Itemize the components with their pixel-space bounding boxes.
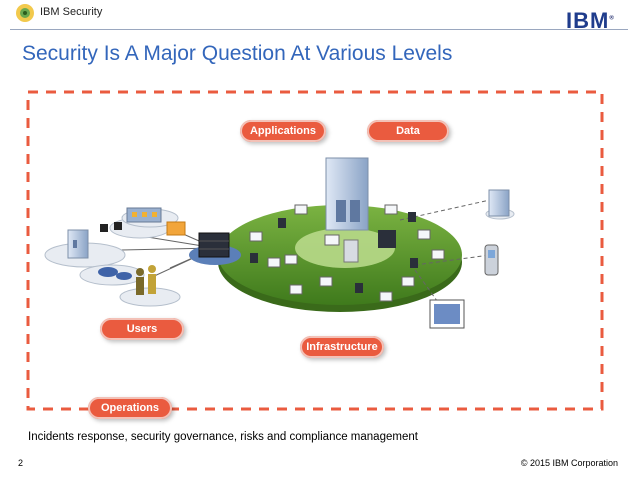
operations-boundary (26, 90, 604, 411)
header-divider (10, 29, 628, 30)
monitor-icon (429, 299, 465, 329)
folder-icon (166, 221, 186, 236)
users-label: Users (100, 318, 184, 340)
mobile-phone-icon (484, 244, 499, 276)
slide-title: Security Is A Major Question At Various … (22, 42, 453, 65)
security-bee-logo (16, 4, 34, 22)
brand-name: IBM Security (40, 6, 103, 18)
chip-icon (100, 222, 122, 232)
server-icon (189, 232, 241, 265)
monitor-icon (249, 204, 445, 302)
applications-label: Applications (240, 120, 326, 142)
server-icon (250, 212, 418, 293)
building-icon (485, 189, 515, 220)
operations-label: Operations (88, 397, 172, 419)
operations-description: Incidents response, security governance,… (28, 431, 418, 443)
infrastructure-label: Infrastructure (300, 336, 384, 358)
ibm-logo: IBM® (566, 8, 615, 33)
factory-icon (126, 207, 162, 223)
page-number: 2 (18, 458, 24, 468)
data-label: Data (367, 120, 449, 142)
copyright: © 2015 IBM Corporation (520, 458, 618, 468)
building-icon (325, 157, 369, 231)
tower-pc-icon (343, 239, 359, 263)
building-icon (67, 229, 89, 259)
user-figures-icon (98, 265, 156, 295)
